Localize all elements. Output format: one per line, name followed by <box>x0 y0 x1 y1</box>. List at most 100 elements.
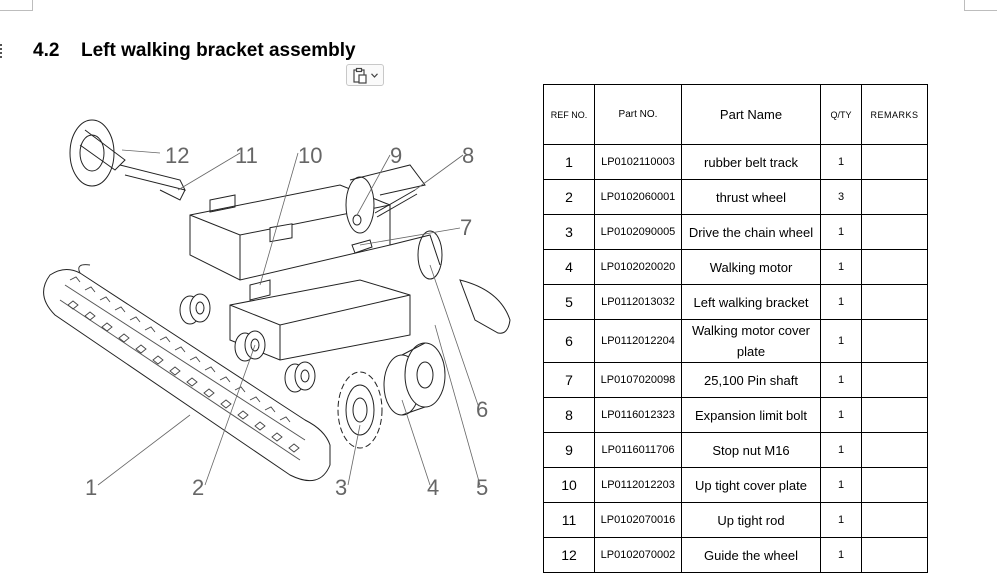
cell-part-name: rubber belt track <box>681 144 821 180</box>
callout-6: 6 <box>476 397 488 422</box>
cell-part-name: thrust wheel <box>681 179 821 215</box>
cell-part-name: Walking motor <box>681 249 821 285</box>
cell-part-no: LP0112012204 <box>594 319 682 363</box>
cell-part-name: Guide the wheel <box>681 537 821 573</box>
callout-11: 11 <box>235 143 258 168</box>
cell-remarks <box>861 467 928 503</box>
motor-cover-plate-illustration <box>459 279 511 334</box>
cell-qty: 1 <box>820 214 862 250</box>
cell-remarks <box>861 397 928 433</box>
parts-table: REF NO. Part NO. Part Name Q/TY REMARKS … <box>543 84 928 573</box>
table-header-row: REF NO. Part NO. Part Name Q/TY REMARKS <box>543 84 928 145</box>
cell-qty: 1 <box>820 249 862 285</box>
paragraph-handle[interactable] <box>0 44 5 58</box>
cell-part-name: Left walking bracket <box>681 284 821 320</box>
section-number: 4.2 <box>33 40 60 61</box>
cell-part-name: Expansion limit bolt <box>681 397 821 433</box>
callout-2: 2 <box>192 475 204 500</box>
cell-part-no: LP0102070002 <box>594 537 682 573</box>
cell-part-no: LP0102090005 <box>594 214 682 250</box>
walking-bracket-illustration <box>189 164 443 361</box>
cell-part-name: Drive the chain wheel <box>681 214 821 250</box>
cell-remarks <box>861 214 928 250</box>
cell-part-no: LP0112012203 <box>594 467 682 503</box>
cell-ref-no: 3 <box>543 214 595 250</box>
cell-qty: 1 <box>820 144 862 180</box>
callout-8: 8 <box>462 143 474 168</box>
cell-ref-no: 9 <box>543 432 595 468</box>
cell-remarks <box>861 362 928 398</box>
walking-motor-illustration <box>383 342 446 416</box>
cell-ref-no: 4 <box>543 249 595 285</box>
small-parts-illustration <box>249 189 418 301</box>
cell-qty: 3 <box>820 179 862 215</box>
cell-part-no: LP0102070016 <box>594 502 682 538</box>
cell-qty: 1 <box>820 432 862 468</box>
crop-mark-top-left <box>0 0 33 11</box>
cell-ref-no: 2 <box>543 179 595 215</box>
cell-qty: 1 <box>820 537 862 573</box>
cell-qty: 1 <box>820 467 862 503</box>
guide-wheel-illustration <box>69 119 186 201</box>
cell-part-no: LP0112013032 <box>594 284 682 320</box>
clipboard-icon <box>353 67 367 84</box>
cell-remarks <box>861 144 928 180</box>
header-remarks: REMARKS <box>861 84 928 145</box>
drive-sprocket-illustration <box>337 371 383 449</box>
cell-ref-no: 11 <box>543 502 595 538</box>
cell-part-no: LP0102020020 <box>594 249 682 285</box>
header-part-no: Part NO. <box>594 84 682 145</box>
exploded-assembly-drawing: 1 2 3 4 5 6 7 8 9 10 11 12 <box>43 119 511 500</box>
cell-remarks <box>861 284 928 320</box>
cell-remarks <box>861 432 928 468</box>
cell-part-name: Up tight rod <box>681 502 821 538</box>
cell-part-name: Up tight cover plate <box>681 467 821 503</box>
cell-ref-no: 10 <box>543 467 595 503</box>
cell-qty: 1 <box>820 397 862 433</box>
cell-part-no: LP0102060001 <box>594 179 682 215</box>
cell-ref-no: 6 <box>543 319 595 363</box>
header-part-name: Part Name <box>681 84 821 145</box>
cell-remarks <box>861 179 928 215</box>
cell-part-no: LP0116012323 <box>594 397 682 433</box>
callout-3: 3 <box>335 475 347 500</box>
crop-mark-top-right <box>964 0 997 11</box>
callout-1: 1 <box>85 475 97 500</box>
cell-ref-no: 7 <box>543 362 595 398</box>
cell-ref-no: 1 <box>543 144 595 180</box>
cell-qty: 1 <box>820 284 862 320</box>
callout-12: 12 <box>165 143 189 168</box>
cell-part-no: LP0116011706 <box>594 432 682 468</box>
cell-part-no: LP0102110003 <box>594 144 682 180</box>
chevron-down-icon <box>371 72 378 78</box>
cell-ref-no: 8 <box>543 397 595 433</box>
cell-qty: 1 <box>820 502 862 538</box>
callout-4: 4 <box>427 475 439 500</box>
cell-part-name: Stop nut M16 <box>681 432 821 468</box>
header-ref-no: REF NO. <box>543 84 595 145</box>
callout-10: 10 <box>298 143 322 168</box>
callout-9: 9 <box>390 143 402 168</box>
paste-options-button[interactable] <box>346 64 384 86</box>
cell-remarks <box>861 249 928 285</box>
cell-part-name: Walking motor cover plate <box>681 319 821 363</box>
cell-remarks <box>861 319 928 363</box>
cell-ref-no: 12 <box>543 537 595 573</box>
cell-qty: 1 <box>820 319 862 363</box>
cell-part-name: 25,100 Pin shaft <box>681 362 821 398</box>
cell-part-no: LP0107020098 <box>594 362 682 398</box>
callout-7: 7 <box>460 215 472 240</box>
